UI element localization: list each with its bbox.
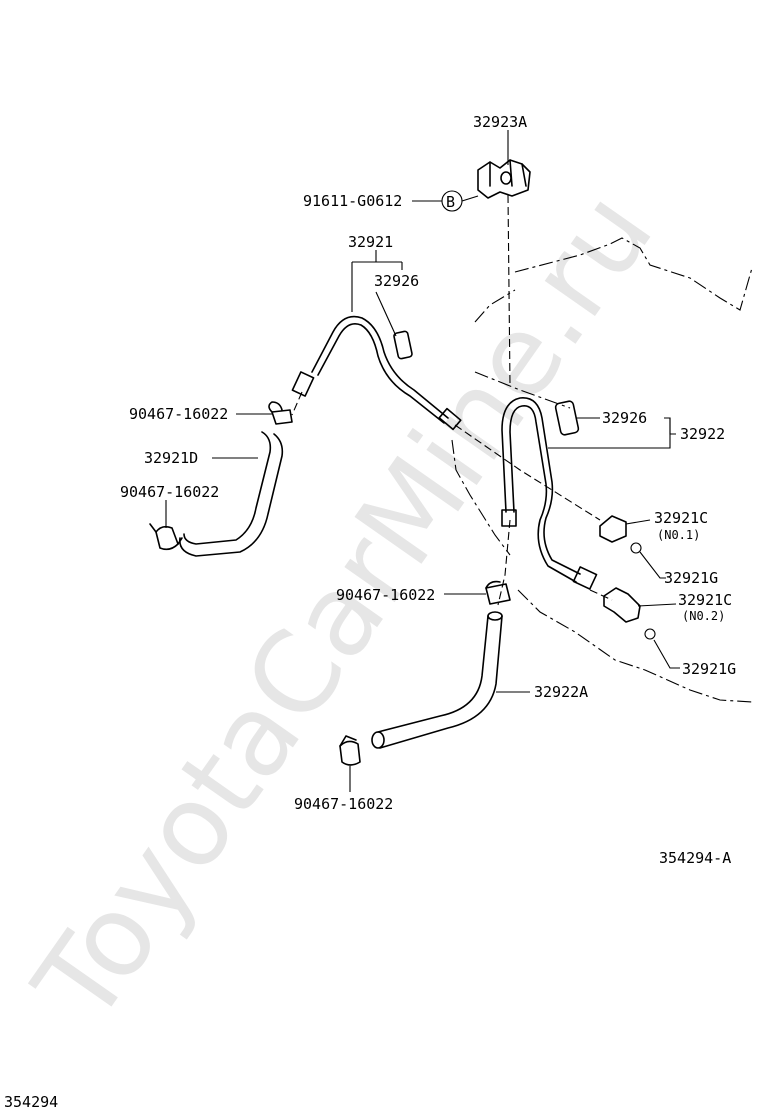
clamp-d — [339, 735, 361, 766]
union-32921C-no1 — [599, 515, 642, 554]
label-32921D: 32921D — [144, 449, 198, 467]
clamp-b — [149, 523, 183, 551]
label-90467-a: 90467-16022 — [129, 405, 228, 423]
label-32921G-2: 32921G — [682, 660, 736, 678]
label-32926-right: 32926 — [602, 409, 647, 427]
alignment-lines — [291, 194, 613, 606]
label-90467-d: 90467-16022 — [294, 795, 393, 813]
label-no2: (N0.2) — [682, 609, 725, 623]
circle-b-label: B — [446, 193, 455, 211]
watermark: ToyotaCarMine.ru — [10, 169, 678, 1046]
union-32921C-no2 — [603, 587, 656, 640]
label-32921C-2: 32921C — [678, 591, 732, 609]
label-32923A: 32923A — [473, 113, 527, 131]
engine-outline — [451, 237, 753, 703]
label-no1: (N0.1) — [657, 528, 700, 542]
tube-32926-top — [393, 330, 413, 360]
part-labels: 32923A 91611-G0612 32921 32926 90467-160… — [120, 113, 736, 813]
clamp-c — [485, 580, 511, 605]
watermark-text: ToyotaCarMine.ru — [10, 169, 678, 1046]
leader-lines — [165, 130, 680, 792]
diagram-code: 354294-A — [659, 849, 731, 867]
label-32921: 32921 — [348, 233, 393, 251]
grommet-32923A — [477, 159, 531, 199]
label-32921C-1: 32921C — [654, 509, 708, 527]
label-32926-top: 32926 — [374, 272, 419, 290]
hose-32921D — [179, 431, 284, 557]
label-90467-c: 90467-16022 — [336, 586, 435, 604]
tube-32926-right — [554, 400, 580, 436]
hose-32922A — [371, 611, 503, 749]
pipe-32921 — [291, 315, 462, 431]
label-90467-b: 90467-16022 — [120, 483, 219, 501]
label-32922A: 32922A — [534, 683, 588, 701]
pipe-32922 — [501, 397, 598, 590]
label-91611: 91611-G0612 — [303, 192, 402, 210]
bolt-marker: B — [412, 190, 479, 212]
label-32921G-1: 32921G — [664, 569, 718, 587]
footer-code: 354294 — [4, 1093, 58, 1111]
clamp-a — [268, 401, 293, 425]
label-32922: 32922 — [680, 425, 725, 443]
